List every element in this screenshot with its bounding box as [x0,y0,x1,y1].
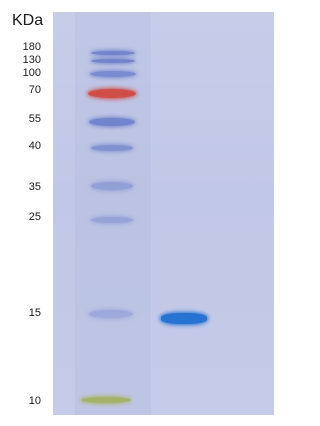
mw-label-25: 25 [28,211,41,223]
mw-label-180: 180 [22,41,41,53]
ladder-band-40 [91,145,133,151]
ladder-band-55 [89,118,135,126]
unit-label: KDa [12,12,44,29]
ladder-band-130 [91,59,135,63]
ladder-band-35 [91,182,133,190]
ladder-band-15 [89,310,133,318]
ladder-band-25 [91,217,133,223]
mw-label-10: 10 [28,395,41,407]
ladder-band-100 [90,71,136,77]
mw-label-100: 100 [22,67,41,79]
mw-label-70: 70 [28,84,41,96]
ladder-band-180 [91,51,135,55]
ladder-band-70 [88,89,136,98]
mw-label-55: 55 [28,113,41,125]
mw-label-35: 35 [28,181,41,193]
marker-lane [75,12,151,415]
mw-label-15: 15 [28,307,41,319]
sample-band [161,313,207,324]
mw-label-130: 130 [22,54,41,66]
gel-image [53,12,274,415]
ladder-band-10 [81,397,131,403]
mw-label-40: 40 [28,140,41,152]
